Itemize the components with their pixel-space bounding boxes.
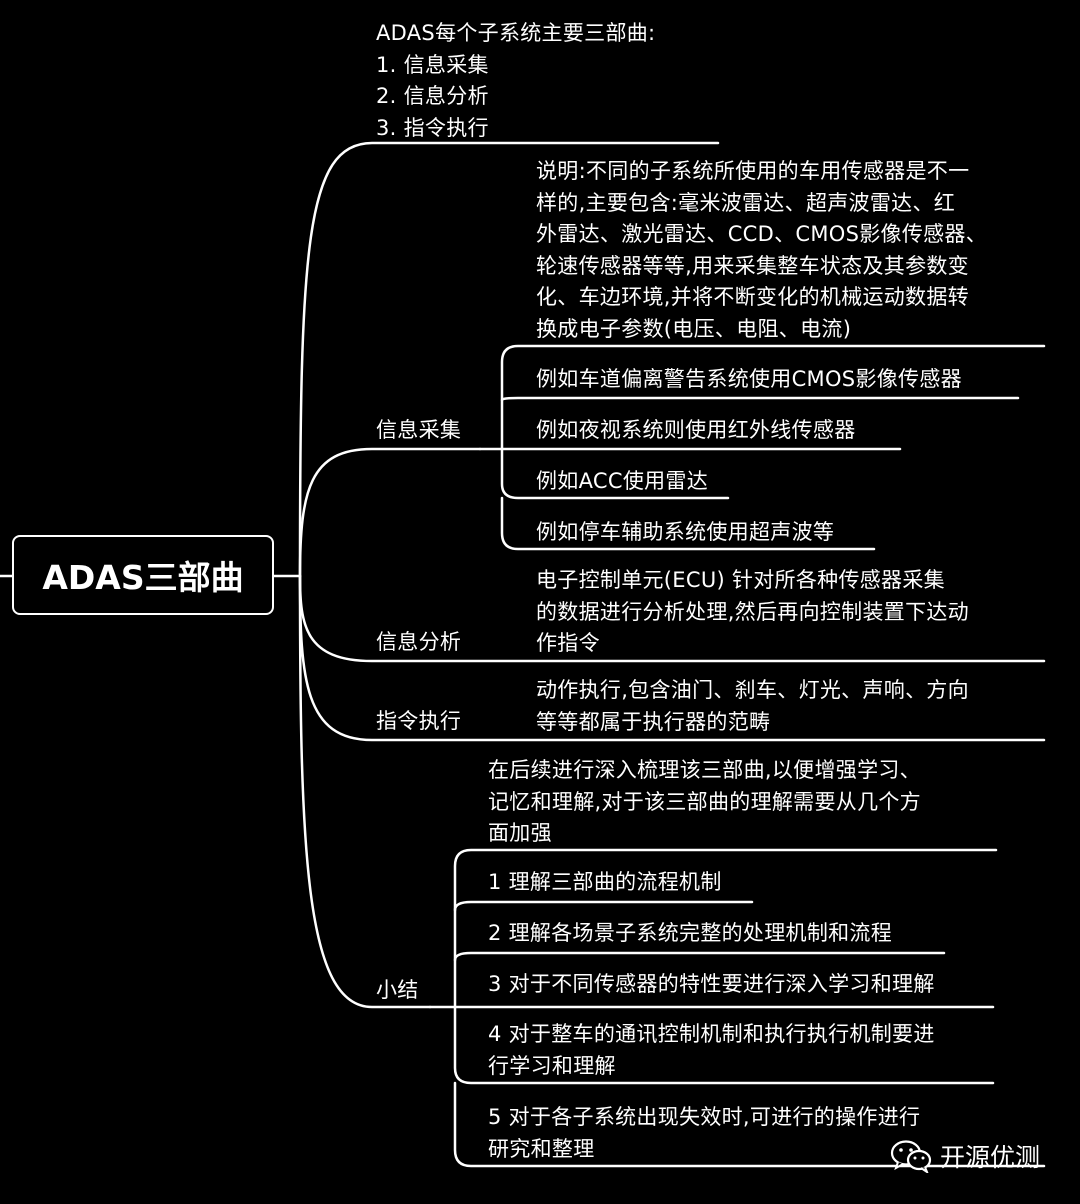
edge-summary-item-1 <box>453 900 754 912</box>
analyze-text[interactable]: 电子控制单元(ECU) 针对所各种传感器采集 的数据进行分析处理,然后再向控制装… <box>536 568 969 655</box>
edge-collect-item-3 <box>500 447 730 500</box>
edge-summary-intro <box>453 848 998 1009</box>
edge-collect-note <box>500 344 1046 451</box>
edge-intro <box>298 141 720 578</box>
collect-item[interactable]: 例如停车辅助系统使用超声波等 <box>536 520 835 544</box>
execute-text[interactable]: 动作执行,包含油门、刹车、灯光、声响、方向 等等都属于执行器的范畴 <box>536 678 969 734</box>
edge-collect <box>298 447 482 578</box>
summary-intro[interactable]: 在后续进行深入梳理该三部曲,以便增强学习、 记忆和理解,对于该三部曲的理解需要从… <box>488 758 921 845</box>
edge-summary-item-2 <box>453 951 946 962</box>
summary-label[interactable]: 小结 <box>376 978 419 1002</box>
watermark-label: 开源优测 <box>940 1143 1041 1172</box>
collect-item[interactable]: 例如车道偏离警告系统使用CMOS影像传感器 <box>536 367 962 391</box>
edge-collect-item-4 <box>500 496 876 551</box>
summary-item[interactable]: 4 对于整车的通讯控制机制和执行执行机制要进 行学习和理解 <box>488 1022 935 1078</box>
edge-collect-item-1 <box>500 396 1020 402</box>
root-node[interactable]: ADAS三部曲 <box>12 535 274 615</box>
summary-item[interactable]: 5 对于各子系统出现失效时,可进行的操作进行 研究和整理 <box>488 1105 921 1161</box>
summary-item[interactable]: 1 理解三部曲的流程机制 <box>488 870 722 894</box>
wechat-icon <box>890 1140 932 1173</box>
watermark: 开源优测 <box>890 1138 1040 1174</box>
execute-label[interactable]: 指令执行 <box>376 709 462 733</box>
collect-item[interactable]: 例如夜视系统则使用红外线传感器 <box>536 418 856 442</box>
edge-summary-item-4 <box>453 1005 995 1085</box>
edge-summary <box>298 574 432 1009</box>
analyze-label[interactable]: 信息分析 <box>376 630 462 654</box>
edge-summary-item-5 <box>453 1081 1046 1168</box>
collect-note[interactable]: 说明:不同的子系统所使用的车用传感器是不一 样的,主要包含:毫米波雷达、超声波雷… <box>536 159 988 341</box>
collect-item[interactable]: 例如ACC使用雷达 <box>536 469 709 493</box>
collect-label[interactable]: 信息采集 <box>376 418 462 442</box>
summary-item[interactable]: 3 对于不同传感器的特性要进行深入学习和理解 <box>488 972 935 996</box>
intro-node[interactable]: ADAS每个子系统主要三部曲: 1. 信息采集 2. 信息分析 3. 指令执行 <box>376 21 656 140</box>
summary-item[interactable]: 2 理解各场景子系统完整的处理机制和流程 <box>488 921 893 945</box>
